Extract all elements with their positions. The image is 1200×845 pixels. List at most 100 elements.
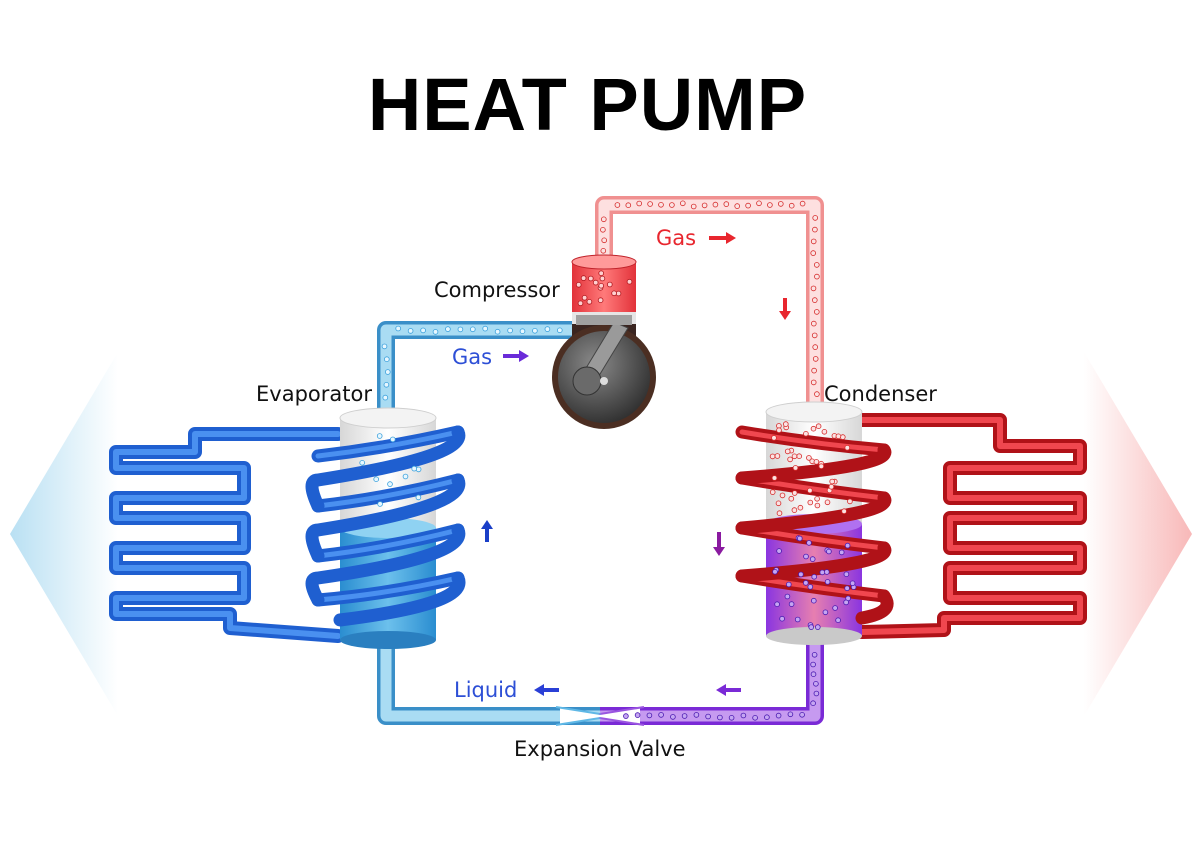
bubble bbox=[784, 593, 791, 600]
bubble bbox=[824, 499, 831, 506]
refrigerant-bubbles bbox=[359, 200, 857, 721]
bubble bbox=[600, 227, 606, 233]
bubble bbox=[734, 203, 740, 209]
bubble bbox=[806, 455, 812, 461]
bubble bbox=[532, 327, 538, 334]
bubble bbox=[625, 202, 632, 209]
bubble bbox=[636, 200, 642, 207]
bubble bbox=[670, 714, 676, 720]
condenser-label: Condenser bbox=[824, 382, 937, 406]
bubble bbox=[712, 201, 719, 208]
bubble bbox=[359, 459, 366, 466]
bubble bbox=[745, 202, 751, 209]
bubble bbox=[415, 466, 422, 473]
bubble bbox=[814, 391, 820, 397]
bubble bbox=[812, 356, 819, 362]
bubble bbox=[811, 651, 818, 658]
bubble bbox=[810, 597, 817, 604]
bubble bbox=[623, 713, 629, 719]
bubble bbox=[803, 553, 809, 560]
bubble bbox=[647, 201, 653, 207]
bubble bbox=[772, 568, 778, 575]
diagram-title: HEAT PUMP bbox=[367, 63, 808, 146]
bubble bbox=[775, 500, 782, 507]
bubble bbox=[387, 481, 393, 487]
bubble bbox=[599, 275, 606, 282]
cold-side-arrow bbox=[10, 352, 118, 716]
bubble bbox=[814, 624, 821, 630]
bubble bbox=[776, 427, 782, 434]
liquid-label: Liquid bbox=[454, 678, 518, 702]
bubble bbox=[844, 444, 851, 451]
bubble bbox=[626, 278, 633, 285]
bubble bbox=[723, 201, 730, 207]
bubble bbox=[771, 475, 778, 481]
bubble bbox=[810, 661, 816, 668]
bubble bbox=[829, 478, 835, 485]
bubble bbox=[469, 326, 476, 333]
bubble bbox=[810, 425, 817, 432]
bubble bbox=[794, 616, 801, 623]
condenser-coil bbox=[855, 413, 1087, 639]
hot-side-arrow bbox=[1084, 352, 1192, 716]
bubble bbox=[810, 700, 816, 706]
bubble bbox=[581, 294, 588, 301]
bubble bbox=[597, 297, 604, 304]
evaporator-helix bbox=[305, 425, 466, 627]
bubble bbox=[779, 615, 785, 622]
bubble bbox=[494, 328, 501, 335]
bubble bbox=[389, 436, 396, 443]
bubble bbox=[810, 379, 817, 386]
bubble bbox=[809, 556, 816, 562]
bubble bbox=[810, 238, 817, 245]
bubble bbox=[811, 367, 817, 374]
expansion-valve bbox=[555, 706, 645, 726]
bubble bbox=[717, 714, 723, 721]
flow-arrows bbox=[481, 232, 791, 696]
bubble bbox=[381, 343, 388, 350]
bubble bbox=[784, 448, 791, 455]
bubble bbox=[810, 320, 817, 327]
compressor bbox=[552, 254, 656, 429]
bubble bbox=[812, 344, 818, 350]
bubble bbox=[775, 712, 782, 719]
bubble bbox=[814, 502, 821, 509]
bubble bbox=[646, 712, 653, 719]
bubble bbox=[769, 489, 776, 495]
expansion-valve-label: Expansion Valve bbox=[514, 737, 686, 761]
bubble bbox=[819, 569, 826, 576]
bubble bbox=[812, 226, 818, 233]
bubble bbox=[457, 326, 464, 333]
bubble bbox=[844, 585, 850, 592]
bubble bbox=[807, 584, 814, 590]
bubble bbox=[828, 483, 835, 490]
bubble bbox=[803, 430, 809, 437]
bubble bbox=[787, 711, 794, 718]
bubble bbox=[813, 690, 820, 697]
bubble bbox=[771, 435, 777, 441]
bubble bbox=[835, 617, 841, 623]
bubble bbox=[382, 394, 389, 401]
bubble bbox=[799, 711, 805, 718]
bubble bbox=[841, 508, 847, 515]
bubble bbox=[822, 609, 829, 616]
bubble bbox=[796, 453, 802, 460]
bubble bbox=[598, 270, 604, 277]
bubble bbox=[752, 714, 758, 721]
bubble bbox=[556, 327, 563, 334]
bubble bbox=[377, 501, 383, 507]
bubble bbox=[598, 282, 604, 289]
bubble bbox=[658, 202, 664, 208]
bubble bbox=[769, 453, 776, 460]
bubble bbox=[634, 712, 641, 718]
bubble bbox=[740, 712, 747, 719]
bubble bbox=[818, 463, 825, 470]
bubble bbox=[544, 326, 551, 332]
bubble bbox=[807, 499, 814, 506]
bubble bbox=[802, 580, 809, 586]
bubble bbox=[774, 601, 780, 607]
bubble bbox=[402, 473, 409, 480]
bubble bbox=[776, 548, 782, 554]
bubble bbox=[482, 325, 489, 332]
